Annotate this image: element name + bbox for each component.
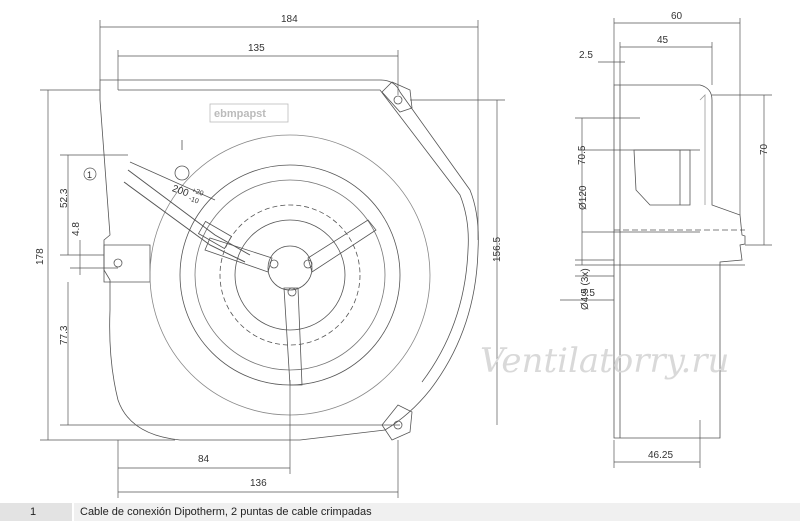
mount-lug-top xyxy=(381,81,413,113)
cable-connector xyxy=(197,220,233,250)
volute-circle xyxy=(149,134,431,416)
side-housing xyxy=(613,84,746,439)
motor-body xyxy=(633,149,691,206)
technical-drawing: ebmpapst 184 135 178 52.3 4.8 77.3 156.5… xyxy=(35,11,772,498)
dim-bottom-inner: 84 xyxy=(198,454,210,465)
dim-inlet-height: 70.5 xyxy=(577,145,588,165)
front-dim-lines xyxy=(40,20,505,498)
dim-flange: 2.5 xyxy=(579,50,593,61)
impeller-outer xyxy=(179,164,401,386)
dim-depth-inner: 45 xyxy=(657,35,669,46)
dim-outlet-height: 70 xyxy=(759,143,770,155)
dim-height-left: 178 xyxy=(35,248,46,265)
dim-height-right: 156.5 xyxy=(492,237,503,262)
dim-inlet-diameter: Ø120 xyxy=(578,185,589,210)
mount-lug-left xyxy=(103,244,151,283)
legend-number: 1 xyxy=(0,503,72,521)
logo-text: ebmpapst xyxy=(214,108,266,120)
earth-symbol xyxy=(174,165,190,181)
callout-number: 1 xyxy=(87,170,92,180)
dim-cable-length-group: 200 +20 -10 xyxy=(170,183,205,205)
side-dim-lines xyxy=(560,18,772,468)
watermark: Ventilatorry.ru xyxy=(480,341,729,381)
dim-cable-tol-minus: -10 xyxy=(188,195,200,205)
dim-depth-total: 60 xyxy=(671,11,683,22)
side-view xyxy=(613,84,746,439)
dim-lower-offset: 77.3 xyxy=(59,325,70,345)
front-view xyxy=(99,79,479,441)
legend-text: Cable de conexión Dipotherm, 2 puntas de… xyxy=(72,503,800,521)
mount-lug-bottom xyxy=(381,404,413,441)
logo-plate xyxy=(209,103,289,123)
dim-bottom-total: 136 xyxy=(250,478,267,489)
spoke-left xyxy=(204,237,273,273)
callout-circle xyxy=(83,167,97,181)
cable xyxy=(123,169,251,263)
dim-width-inner-top: 135 xyxy=(248,43,265,54)
dim-upper-offset: 52.3 xyxy=(59,188,70,208)
impeller-inner xyxy=(194,179,386,371)
dim-width-top: 184 xyxy=(281,14,298,25)
dim-hole-diameter: Ø4.5 (3x) xyxy=(580,268,591,310)
dim-hole-spacing: 3.5 xyxy=(581,288,595,299)
motor-ring xyxy=(219,204,361,346)
spoke-bottom xyxy=(283,287,303,386)
dim-cable-tol-plus: +20 xyxy=(191,187,205,198)
dim-small-offset: 4.8 xyxy=(71,222,82,236)
legend-bar: 1 Cable de conexión Dipotherm, 2 puntas … xyxy=(0,503,800,521)
dim-bottom-depth: 46.25 xyxy=(648,450,673,461)
hub xyxy=(267,245,313,291)
housing-outline xyxy=(99,79,479,441)
